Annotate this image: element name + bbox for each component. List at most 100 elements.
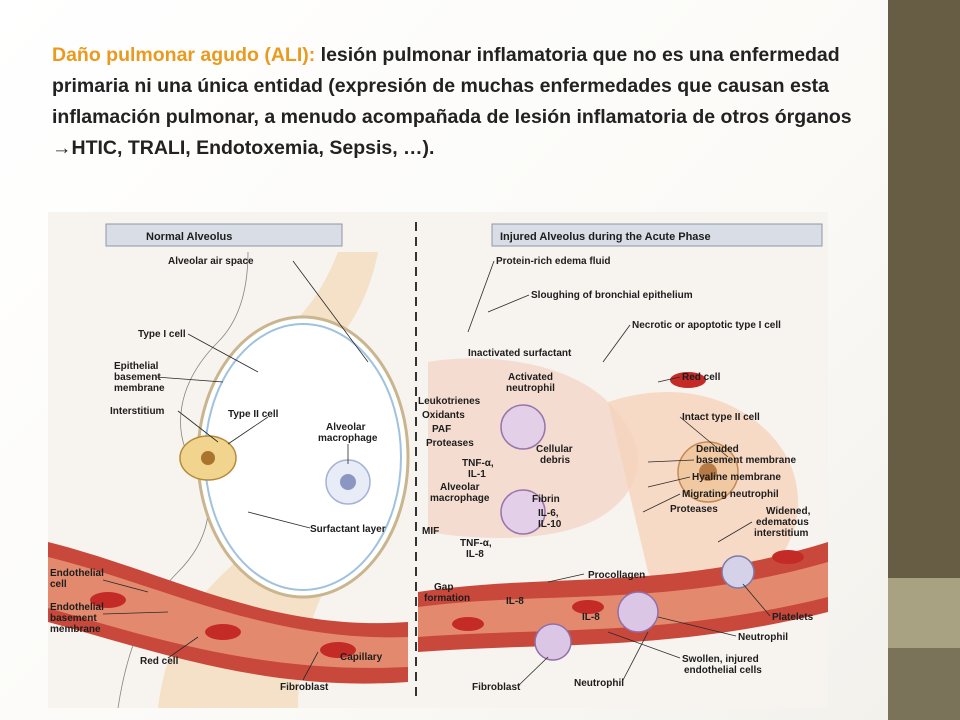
label-endothelial-cell-2: cell [50, 579, 67, 590]
left-header-bar [105, 223, 343, 247]
leader-line [602, 324, 631, 363]
label-paf: PAF [432, 424, 451, 435]
label-il-8-a: IL-8 [466, 549, 484, 560]
label-leukotrienes: Leukotrienes [418, 396, 481, 407]
label-endothelial-bm-2: basement [50, 613, 97, 624]
label-neutrophil-2: Neutrophil [574, 678, 624, 689]
leader-line [657, 376, 681, 383]
leader-line [717, 521, 753, 543]
label-widened-1: Widened, [766, 506, 811, 517]
heading-text: lesión pulmonar inflamatoria que no es u… [52, 44, 852, 128]
leader-line [621, 631, 649, 683]
heading-tail: HTIC, TRALI, Endotoxemia, Sepsis, …). [71, 137, 435, 159]
leader-line [647, 459, 695, 463]
leader-line [642, 493, 681, 513]
label-necrotic-type-i: Necrotic or apoptotic type I cell [632, 320, 781, 331]
label-intact-type-ii: Intact type II cell [682, 412, 760, 423]
leader-line [247, 511, 311, 529]
heading-term: Daño pulmonar agudo (ALI): [52, 44, 316, 66]
label-tnf-2: TNF-α, [460, 538, 492, 549]
label-endothelial-cell-1: Endothelial [50, 568, 104, 579]
label-endothelial-bm-3: membrane [50, 624, 101, 635]
leader-line [187, 333, 259, 373]
label-surfactant-layer: Surfactant layer [310, 524, 386, 535]
label-cellular-debris-2: debris [540, 455, 570, 466]
label-endothelial-bm-1: Endothelial [50, 602, 104, 613]
label-macrophage-right-1: Alveolar [440, 482, 480, 493]
leader-line [467, 260, 495, 333]
right-panel-title: Injured Alveolus during the Acute Phase [500, 231, 711, 243]
label-macrophage-2: macrophage [318, 433, 378, 444]
label-activated-neutrophil-2: neutrophil [506, 383, 555, 394]
label-epithelial-2: basement [114, 372, 161, 383]
label-platelets: Platelets [772, 612, 814, 623]
label-neutrophil-1: Neutrophil [738, 632, 788, 643]
label-il-1: IL-1 [468, 469, 486, 480]
leader-line [102, 579, 149, 593]
label-gap-2: formation [424, 593, 470, 604]
leader-line [167, 636, 199, 659]
arrow-icon: → [52, 137, 72, 159]
label-interstitium: Interstitium [110, 406, 165, 417]
label-fibroblast-right: Fibroblast [472, 682, 521, 693]
label-oxidants: Oxidants [422, 410, 465, 421]
label-red-cell-left: Red cell [140, 656, 179, 667]
label-procollagen: Procollagen [588, 570, 645, 581]
alveolus-illustration: Normal Alveolus Injured Alveolus during … [48, 212, 828, 708]
leader-line [547, 573, 585, 583]
leader-line [155, 376, 224, 383]
leader-line [177, 410, 219, 443]
label-hyaline-membrane: Hyaline membrane [692, 472, 781, 483]
leader-line [227, 416, 269, 445]
label-type-i-cell: Type I cell [138, 329, 186, 340]
label-red-cell-right: Red cell [682, 372, 721, 383]
label-denuded-1: Denuded [696, 444, 739, 455]
label-swollen-2: endothelial cells [684, 665, 762, 676]
label-epithelial-1: Epithelial [114, 361, 159, 372]
label-macrophage-right-2: macrophage [430, 493, 490, 504]
label-il-8-c: IL-8 [582, 612, 600, 623]
label-macrophage-1: Alveolar [326, 422, 366, 433]
label-proteases-2: Proteases [670, 504, 718, 515]
label-il-10: IL-10 [538, 519, 562, 530]
leader-line [302, 651, 319, 681]
label-type-ii-cell: Type II cell [228, 409, 279, 420]
label-capillary: Capillary [340, 652, 383, 663]
leader-line [679, 416, 729, 458]
label-cellular-debris-1: Cellular [536, 444, 573, 455]
alveolus-figure: Normal Alveolus Injured Alveolus during … [48, 212, 828, 708]
leader-line [517, 656, 549, 687]
label-activated-neutrophil-1: Activated [508, 372, 553, 383]
label-inactivated-surfactant: Inactivated surfactant [468, 348, 572, 359]
label-gap-1: Gap [434, 582, 453, 593]
label-denuded-2: basement membrane [696, 455, 796, 466]
leader-line [657, 616, 737, 637]
label-swollen-1: Swollen, injured [682, 654, 759, 665]
label-alveolar-air-space: Alveolar air space [168, 256, 254, 267]
label-widened-2: edematous [756, 517, 809, 528]
leader-line [102, 611, 169, 615]
label-tnf-1: TNF-α, [462, 458, 494, 469]
right-header-bar [491, 223, 823, 247]
label-edema-fluid: Protein-rich edema fluid [496, 256, 610, 267]
normal-alveolus-drawing [48, 251, 410, 708]
leader-line [742, 583, 771, 617]
injured-alveolus-drawing [418, 358, 828, 661]
sidebar-accent-segment [888, 648, 960, 720]
label-il-8-b: IL-8 [506, 596, 524, 607]
label-sloughing: Sloughing of bronchial epithelium [531, 290, 693, 301]
label-fibrin: Fibrin [532, 494, 560, 505]
label-epithelial-3: membrane [114, 383, 165, 394]
label-migrating-neutrophil: Migrating neutrophil [682, 489, 779, 500]
slide-heading: Daño pulmonar agudo (ALI): lesión pulmon… [52, 40, 872, 164]
label-mif: MIF [422, 526, 439, 537]
label-fibroblast-left: Fibroblast [280, 682, 329, 693]
label-proteases-1: Proteases [426, 438, 474, 449]
label-il-6: IL-6, [538, 508, 559, 519]
leader-line [292, 260, 369, 363]
label-widened-3: interstitium [754, 528, 809, 539]
left-panel-title: Normal Alveolus [146, 231, 232, 243]
sidebar-accent-segment [888, 578, 960, 648]
leader-line [607, 631, 681, 659]
leader-line [487, 294, 530, 313]
